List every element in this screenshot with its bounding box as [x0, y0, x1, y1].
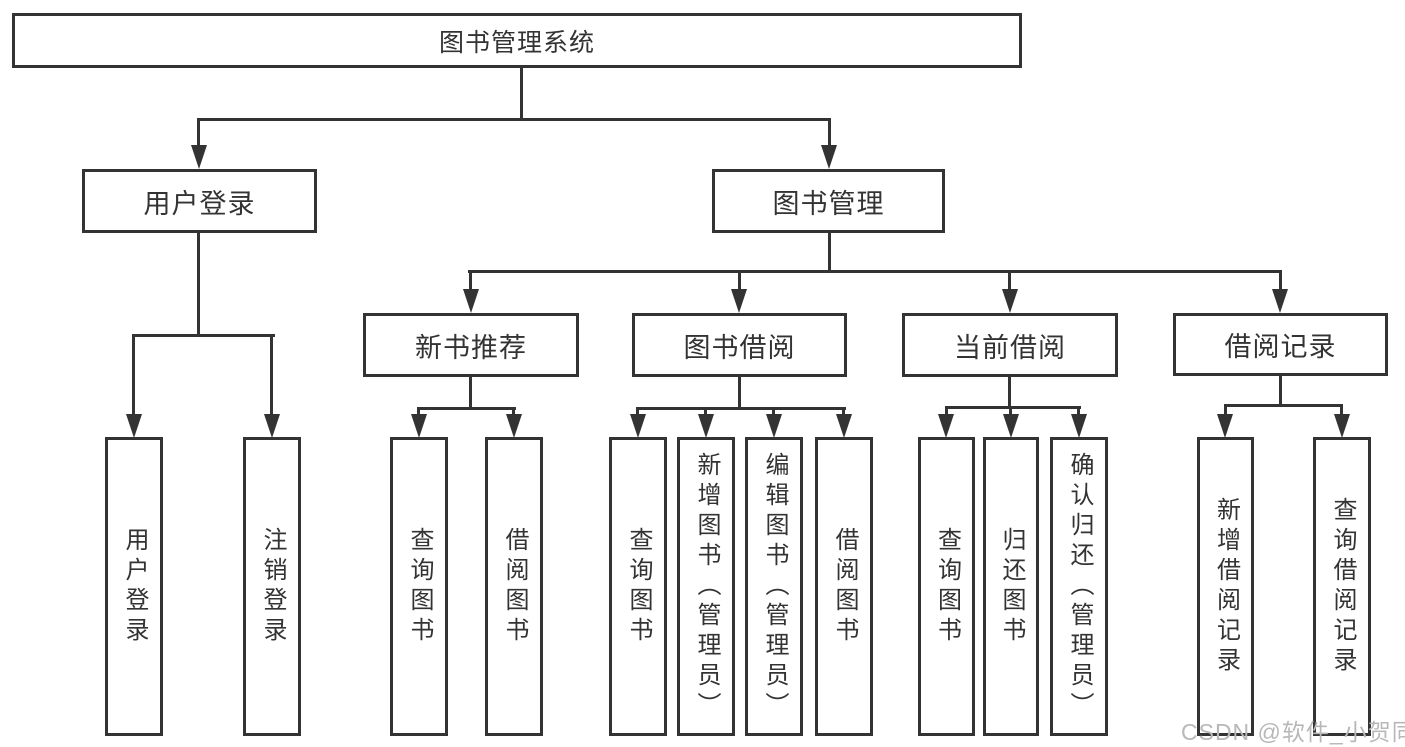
connector-bar	[636, 407, 846, 410]
leaf-add-borrow-record: 新增借阅记录	[1197, 437, 1254, 736]
arrowhead	[1334, 414, 1350, 438]
leaf-user-login: 用户登录	[105, 437, 163, 736]
node-label: 图书借阅	[683, 332, 796, 363]
connector-bar	[417, 407, 516, 410]
leaf-label: 借阅图书	[501, 526, 528, 647]
connector-drop	[1340, 404, 1343, 416]
connector-drop	[1224, 404, 1227, 416]
connector-drop	[469, 270, 472, 292]
leaf-label: 新增图书（管理员）	[693, 451, 720, 722]
watermark: CSDN @软件_小贺同学	[1181, 719, 1405, 745]
arrowhead	[1003, 414, 1019, 438]
connector-book-mgmt-stem	[828, 233, 831, 273]
connector-drop	[1008, 270, 1011, 292]
connector-stem	[1008, 377, 1011, 409]
node-book-mgmt: 图书管理	[712, 169, 945, 233]
connector-stem	[738, 377, 741, 410]
node-new-book-recommend: 新书推荐	[363, 313, 579, 377]
leaf-confirm-return-admin: 确认归还（管理员）	[1050, 437, 1108, 736]
arrowhead	[836, 414, 852, 438]
connector-drop	[945, 406, 948, 416]
connector-drop-user-login	[197, 118, 200, 149]
connector-drop	[1077, 406, 1080, 416]
leaf-logout: 注销登录	[243, 437, 301, 736]
arrowhead	[1002, 289, 1018, 313]
node-current-borrow: 当前借阅	[902, 313, 1118, 377]
arrowhead	[1217, 414, 1233, 438]
connector-level1-bar	[198, 118, 831, 121]
node-label: 图书管理	[772, 188, 885, 219]
connector-user-login-bar	[132, 334, 275, 337]
leaf-label: 查询图书	[406, 526, 433, 647]
arrowhead	[1272, 289, 1288, 313]
arrowhead	[264, 414, 280, 438]
leaf-return-books: 归还图书	[983, 437, 1039, 736]
node-label: 图书管理系统	[438, 28, 595, 57]
connector-drop	[704, 407, 707, 416]
arrowhead	[411, 414, 427, 438]
arrowhead	[821, 145, 837, 169]
leaf-borrow-books-1: 借阅图书	[485, 437, 543, 736]
connector-drop	[636, 407, 639, 416]
connector-drop	[772, 407, 775, 416]
leaf-label: 查询图书	[625, 526, 652, 647]
leaf-query-books-3: 查询图书	[918, 437, 975, 736]
node-label: 用户登录	[143, 188, 256, 219]
node-library-system: 图书管理系统	[12, 13, 1022, 68]
leaf-label: 编辑图书（管理员）	[761, 451, 788, 722]
leaf-label: 查询图书	[933, 526, 961, 647]
node-user-login: 用户登录	[82, 169, 317, 233]
arrowhead	[698, 414, 714, 438]
connector-stem	[1279, 376, 1282, 407]
leaf-query-books-1: 查询图书	[390, 437, 448, 736]
connector-bar	[1224, 404, 1343, 407]
arrowhead	[938, 414, 954, 438]
arrowhead	[506, 414, 522, 438]
arrowhead	[191, 145, 207, 169]
leaf-add-book-admin: 新增图书（管理员）	[677, 437, 735, 736]
arrowhead	[126, 414, 142, 438]
leaf-borrow-books-2: 借阅图书	[815, 437, 873, 736]
arrowhead	[630, 414, 646, 438]
connector-stem	[469, 377, 472, 410]
node-label: 新书推荐	[415, 332, 527, 363]
connector-root-stem	[520, 68, 523, 121]
connector-user-login-stem	[197, 233, 200, 337]
connector-drop	[1009, 406, 1012, 416]
arrowhead	[463, 289, 479, 313]
leaf-label: 注销登录	[259, 526, 286, 647]
connector-drop	[132, 334, 135, 417]
leaf-query-books-2: 查询图书	[609, 437, 667, 736]
leaf-label: 新增借阅记录	[1212, 496, 1240, 677]
connector-drop	[1279, 270, 1282, 292]
connector-drop	[270, 334, 273, 417]
connector-drop	[738, 270, 741, 292]
connector-drop-book-mgmt	[828, 118, 831, 149]
arrowhead	[1071, 414, 1087, 438]
leaf-label: 查询借阅记录	[1329, 496, 1356, 677]
connector-level2-bar	[468, 270, 1282, 273]
leaf-query-borrow-record: 查询借阅记录	[1313, 437, 1371, 736]
leaf-label: 确认归还（管理员）	[1066, 451, 1093, 722]
leaf-label: 用户登录	[121, 526, 148, 647]
leaf-label: 借阅图书	[831, 526, 858, 647]
connector-bar	[945, 406, 1081, 409]
arrowhead	[766, 414, 782, 438]
leaf-label: 归还图书	[998, 526, 1025, 647]
node-book-borrow: 图书借阅	[632, 313, 847, 377]
connector-drop	[842, 407, 845, 416]
arrowhead	[731, 289, 747, 313]
node-label: 当前借阅	[954, 332, 1066, 363]
leaf-edit-book-admin: 编辑图书（管理员）	[745, 437, 803, 736]
node-borrow-records: 借阅记录	[1173, 313, 1388, 376]
connector-drop	[512, 407, 515, 416]
node-label: 借阅记录	[1224, 332, 1337, 362]
connector-drop	[417, 407, 420, 416]
